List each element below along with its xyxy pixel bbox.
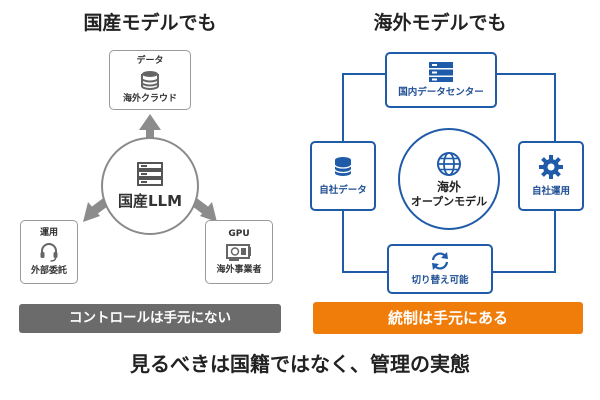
left-title: 国産モデルでも xyxy=(83,12,217,34)
governance-banner: 統制は手元にある xyxy=(313,302,583,334)
globe-icon xyxy=(437,151,461,176)
ops-outsourced-box: 運用 外部委託 xyxy=(20,220,78,284)
headset-icon xyxy=(40,243,58,262)
footer-message: 見るべきは国籍ではなく、管理の実態 xyxy=(130,352,470,376)
domestic-llm-label: 国産LLM xyxy=(117,191,183,210)
ops-label: 運用 xyxy=(39,228,58,238)
open-model-label: オープンモデル xyxy=(410,194,488,208)
switchable-label: 切り替え可能 xyxy=(411,275,469,286)
database-icon xyxy=(141,71,159,90)
own-data-label: 自社データ xyxy=(319,185,367,196)
overseas-provider-label: 海外事業者 xyxy=(216,265,262,275)
server-icon xyxy=(137,161,163,186)
own-data-box: 自社データ xyxy=(310,141,376,211)
outsourced-label: 外部委託 xyxy=(30,266,67,276)
refresh-icon xyxy=(431,252,449,270)
domestic-datacenter-box: 国内データセンター xyxy=(385,52,497,108)
gpu-label: GPU xyxy=(228,229,250,239)
gpu-card-icon xyxy=(226,244,251,261)
own-operations-label: 自社運用 xyxy=(531,186,570,197)
no-control-banner: コントロールは手元にない xyxy=(19,304,281,333)
domestic-datacenter-label: 国内データセンター xyxy=(398,87,484,98)
server-rack-icon xyxy=(429,62,453,82)
overseas-open-model-node: 海外 オープンモデル xyxy=(398,128,500,230)
database-icon xyxy=(334,157,352,176)
cloud-data-label: データ xyxy=(136,56,164,66)
overseas-label: 海外 xyxy=(436,179,461,194)
gpu-overseas-box: GPU 海外事業者 xyxy=(205,220,273,284)
right-title: 海外モデルでも xyxy=(373,12,507,34)
gear-icon xyxy=(539,155,563,179)
left-arrows xyxy=(83,114,217,222)
own-operations-box: 自社運用 xyxy=(518,141,584,211)
cloud-data-box: データ 海外クラウド xyxy=(109,50,191,110)
cloud-location-label: 海外クラウド xyxy=(122,94,177,104)
domestic-llm-node: 国産LLM xyxy=(101,137,199,235)
switchable-box: 切り替え可能 xyxy=(387,244,493,294)
